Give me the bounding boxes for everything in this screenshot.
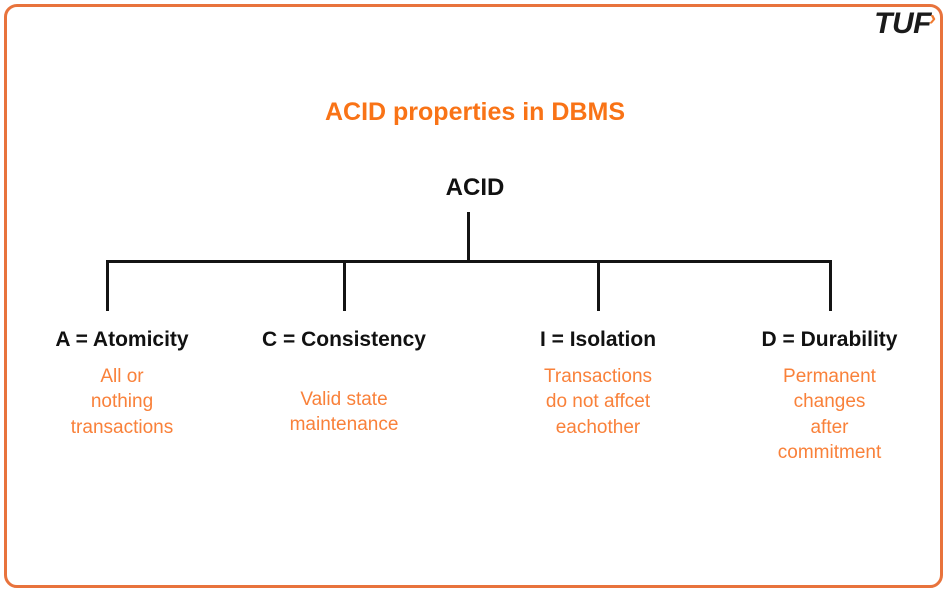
- connector-root-stem: [467, 212, 470, 262]
- leaf-label-consistency: C = Consistency: [262, 328, 426, 351]
- tree-root-node: ACID: [445, 174, 505, 201]
- leaf-node-isolation: I = Isolation Transactions do not affcet…: [497, 328, 699, 440]
- connector-drop-atomicity: [106, 262, 109, 311]
- page-title: ACID properties in DBMS: [324, 98, 626, 126]
- leaf-label-isolation: I = Isolation: [539, 328, 657, 351]
- connector-drop-durability: [829, 262, 832, 311]
- leaf-description-isolation: Transactions do not affcet eachother: [543, 366, 653, 438]
- connector-drop-consistency: [343, 262, 346, 311]
- leaf-node-consistency: C = Consistency Valid state maintenance: [224, 328, 464, 438]
- leaf-label-durability: D = Durability: [761, 328, 898, 351]
- chevron-right-icon: ›: [929, 7, 936, 30]
- logo-wordmark: TUF: [874, 7, 931, 40]
- tuf-logo: TUF ›: [874, 7, 936, 40]
- leaf-description-consistency: Valid state maintenance: [289, 389, 399, 436]
- leaf-description-atomicity: All or nothing transactions: [70, 366, 174, 438]
- connector-drop-isolation: [597, 262, 600, 311]
- orange-border-frame: [4, 4, 943, 588]
- leaf-node-durability: D = Durability Permanent changes after c…: [722, 328, 937, 465]
- connector-horizontal-bar: [106, 260, 832, 263]
- leaf-description-durability: Permanent changes after commitment: [777, 366, 882, 463]
- leaf-label-atomicity: A = Atomicity: [55, 328, 189, 351]
- leaf-node-atomicity: A = Atomicity All or nothing transaction…: [6, 328, 238, 440]
